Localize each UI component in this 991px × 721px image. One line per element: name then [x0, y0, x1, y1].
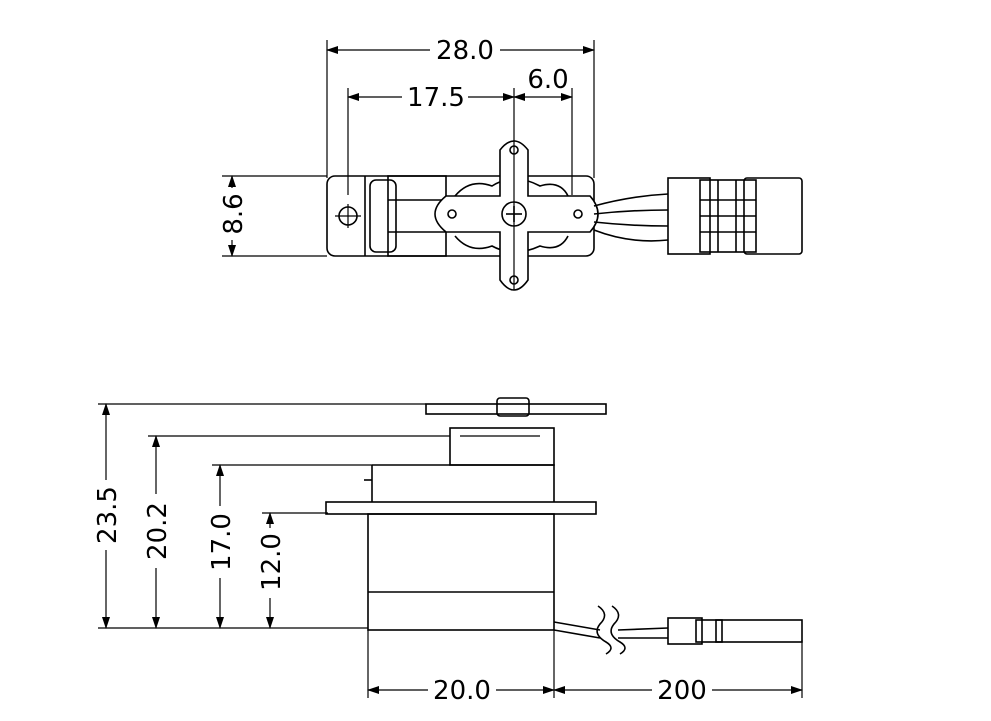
top-view: 28.0 17.5 6.0 8.6 — [219, 36, 803, 291]
dimension-overall-width: 28.0 — [326, 36, 595, 66]
dimension-body-width-label: 20.0 — [433, 676, 491, 706]
dimension-overall-width-label: 28.0 — [436, 36, 494, 66]
dimension-body-width: 20.0 — [367, 676, 555, 706]
dimension-mount-height: 12.0 — [257, 512, 287, 629]
dimension-mount-height-label: 12.0 — [257, 533, 287, 591]
dimension-height-to-step-label: 17.0 — [207, 513, 237, 571]
dimension-total-height-label: 23.5 — [93, 486, 123, 544]
connector-side — [667, 617, 803, 645]
connector-top — [667, 177, 803, 255]
dimension-height-label: 8.6 — [219, 193, 249, 234]
dimension-height: 8.6 — [219, 175, 249, 257]
side-view: 23.5 20.2 17.0 12.0 20.0 200 — [93, 397, 803, 706]
dimension-shaft-to-edge: 6.0 — [513, 65, 573, 101]
cable-side — [553, 605, 669, 655]
wires-top — [593, 193, 669, 242]
dimension-hole-to-shaft-label: 17.5 — [407, 83, 465, 113]
servo-body-side — [325, 397, 607, 631]
dimension-shaft-to-edge-label: 6.0 — [527, 65, 568, 95]
dimension-height-to-step: 17.0 — [207, 464, 237, 629]
dimension-height-to-body-top-label: 20.2 — [143, 502, 173, 560]
dimension-cable-length-label: 200 — [657, 676, 707, 706]
dimension-cable-length: 200 — [553, 676, 803, 706]
dimension-height-to-body-top: 20.2 — [143, 435, 173, 629]
dimension-total-height: 23.5 — [93, 403, 123, 629]
servo-horn-top — [434, 140, 599, 291]
dimension-hole-to-shaft: 17.5 — [347, 83, 515, 113]
top-view-extension-lines — [222, 40, 595, 257]
